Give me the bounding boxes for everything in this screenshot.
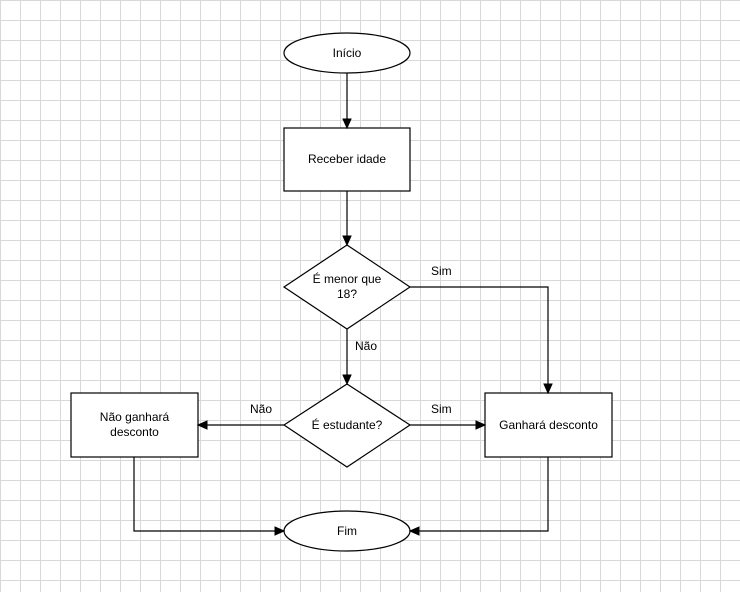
end-node[interactable] xyxy=(283,510,411,552)
discount-node[interactable] xyxy=(484,392,613,458)
arrowhead xyxy=(543,383,553,395)
arrowhead xyxy=(342,235,352,247)
arrowhead xyxy=(342,118,352,130)
edge-label-student-yes: Sim xyxy=(431,402,452,416)
arrowhead xyxy=(196,420,208,430)
edge-no-discount-to-end xyxy=(133,457,276,532)
edge-discount-to-end xyxy=(418,457,549,532)
under-18-decision-node[interactable] xyxy=(282,244,412,330)
student-decision-node[interactable] xyxy=(282,383,412,468)
arrowhead xyxy=(342,374,352,386)
edge-label-under-18-no: Não xyxy=(355,339,378,353)
receive-age-node[interactable] xyxy=(283,127,411,192)
edge-label-student-no: Não xyxy=(250,402,273,416)
edge-label-under-18-yes: Sim xyxy=(431,264,452,278)
no-discount-node[interactable] xyxy=(70,392,199,458)
arrowhead xyxy=(408,526,420,536)
start-node[interactable] xyxy=(283,32,411,74)
edge-under-18-yes-to-discount xyxy=(410,286,549,385)
arrowhead xyxy=(274,526,286,536)
arrowhead xyxy=(475,420,487,430)
